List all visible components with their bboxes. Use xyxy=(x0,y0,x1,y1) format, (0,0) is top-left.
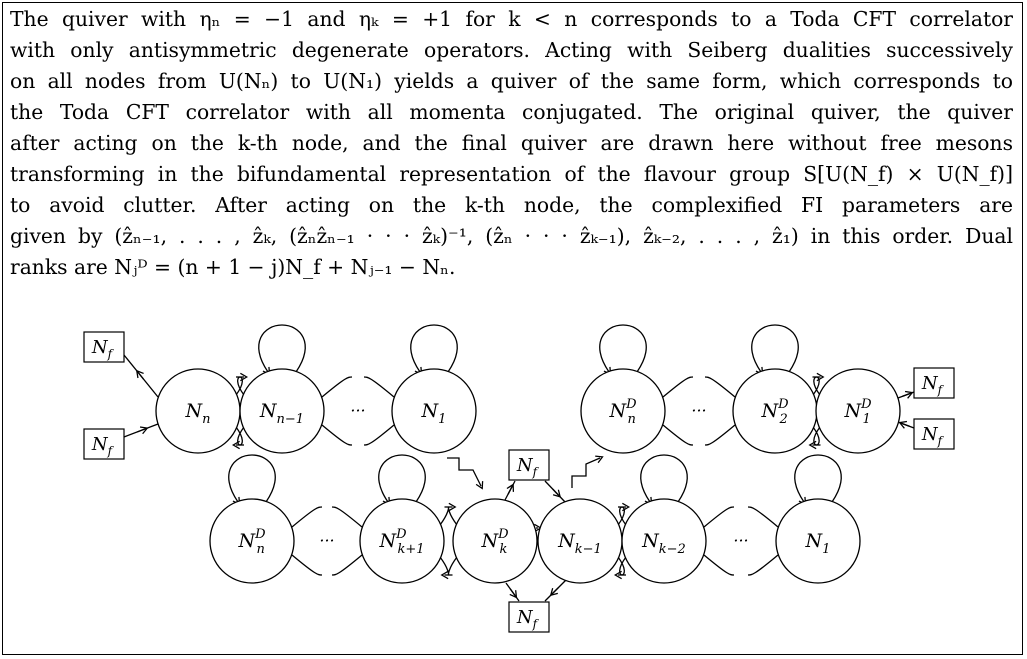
gauge-node xyxy=(391,368,477,454)
duality-arrow xyxy=(447,457,484,490)
edge-arrow xyxy=(898,420,910,429)
open-edge xyxy=(291,554,323,576)
caption-line: with only antisymmetric degenerate opera… xyxy=(10,38,1013,62)
open-edge xyxy=(662,424,694,446)
flavor-label: Nf xyxy=(516,607,540,631)
edge-arrow xyxy=(137,426,149,435)
open-edge xyxy=(363,376,395,398)
caption-line: transforming in the bifundamental repres… xyxy=(10,162,1013,186)
flavor-label: Nf xyxy=(921,424,945,448)
gauge-node xyxy=(239,368,325,454)
gauge-node xyxy=(775,498,861,584)
flavor-box xyxy=(508,601,550,633)
open-edge xyxy=(703,554,735,576)
caption-line: to avoid clutter. After acting on the k-… xyxy=(10,193,1013,217)
bifund-edge xyxy=(439,556,458,576)
open-edge xyxy=(747,554,779,576)
node-label: Nn−1 xyxy=(259,400,304,427)
bifund-edge xyxy=(812,376,821,396)
flavor-label: Nf xyxy=(516,455,540,479)
caption-line: the Toda CFT correlator with all momenta… xyxy=(10,100,1013,124)
open-edge xyxy=(704,424,736,446)
edge-arrow xyxy=(549,587,559,597)
open-edge xyxy=(331,506,363,528)
flavor-box xyxy=(508,449,550,481)
figure-caption: The quiver with ηₙ = −1 and ηₖ = +1 for … xyxy=(10,4,1013,283)
open-edge xyxy=(321,424,353,446)
open-edge xyxy=(662,376,694,398)
adjoint-loop xyxy=(410,324,458,376)
ellipsis: ··· xyxy=(350,401,365,420)
caption-line: given by (ẑₙ₋₁, . . . , ẑₖ, (ẑₙẑₙ₋₁ · · … xyxy=(10,224,1013,248)
ellipsis: ··· xyxy=(319,531,334,550)
edge-arrow xyxy=(135,369,145,380)
adjoint-loop xyxy=(378,454,426,506)
bifund-edge xyxy=(235,426,245,446)
node-label: Nk−2 xyxy=(641,530,686,557)
bifund-edge xyxy=(235,376,245,396)
open-edge xyxy=(331,554,363,576)
flavor-label: Nf xyxy=(921,373,945,397)
ellipsis: ··· xyxy=(733,531,748,550)
gauge-node xyxy=(537,498,623,584)
bifund-edge xyxy=(617,556,627,576)
flavor-label: Nf xyxy=(91,434,115,458)
gauge-node xyxy=(452,498,538,584)
flavor-box xyxy=(913,367,955,399)
gauge-node xyxy=(815,368,901,454)
caption-line: ranks are Nⱼᴰ = (n + 1 − j)N_f + Nⱼ₋₁ − … xyxy=(10,255,456,279)
adjoint-loop xyxy=(794,454,842,506)
adjoint-loop xyxy=(751,324,799,376)
bifund-edge xyxy=(617,506,627,526)
node-label: Nk−1 xyxy=(557,530,602,557)
gauge-node xyxy=(621,498,707,584)
bifund-edge xyxy=(812,426,821,446)
flavor-box xyxy=(83,331,125,363)
flavor-label: Nf xyxy=(91,337,115,361)
open-edge xyxy=(321,376,353,398)
flavor-box xyxy=(913,418,955,450)
gauge-node xyxy=(209,498,295,584)
gauge-node xyxy=(359,498,445,584)
edge-arrow xyxy=(509,588,518,599)
open-edge xyxy=(747,506,779,528)
edge-arrow xyxy=(506,483,515,495)
open-edge xyxy=(704,376,736,398)
flavor-box xyxy=(83,428,125,460)
open-edge xyxy=(363,424,395,446)
gauge-node xyxy=(580,368,666,454)
open-edge xyxy=(291,506,323,528)
ellipsis: ··· xyxy=(691,401,706,420)
caption-line: after acting on the k-th node, and the f… xyxy=(10,131,1013,155)
duality-arrow xyxy=(571,455,604,488)
open-edge xyxy=(703,506,735,528)
node-label: N1 xyxy=(805,530,831,557)
node-label: Nn xyxy=(185,400,211,427)
adjoint-loop xyxy=(228,454,276,506)
node-label: N1 xyxy=(421,400,447,427)
adjoint-loop xyxy=(599,324,647,376)
edge-arrow xyxy=(902,390,914,399)
adjoint-loop xyxy=(258,324,306,376)
bifund-edge xyxy=(439,506,458,526)
adjoint-loop xyxy=(640,454,688,506)
edge-arrow xyxy=(552,488,562,498)
caption-line: The quiver with ηₙ = −1 and ηₖ = +1 for … xyxy=(10,7,1013,31)
caption-line: on all nodes from U(Nₙ) to U(N₁) yields … xyxy=(10,69,1013,93)
